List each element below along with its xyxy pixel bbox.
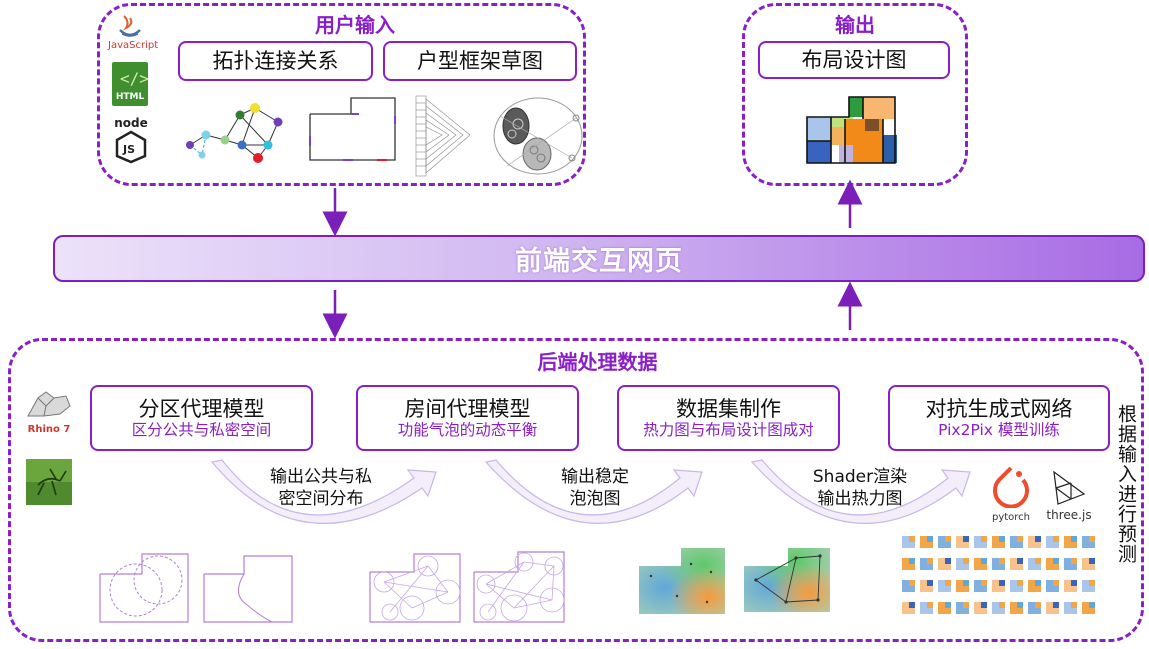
topology-box-label: 拓扑连接关系 bbox=[212, 48, 339, 73]
sketch-box: 户型框架草图 bbox=[383, 41, 577, 81]
heatmap-graph-image bbox=[744, 548, 830, 612]
step-zoning-subtitle: 区分公共与私密空间 bbox=[131, 420, 272, 439]
step-room-subtitle: 功能气泡的动态平衡 bbox=[397, 420, 538, 439]
html-icon: </> HTML bbox=[112, 62, 148, 106]
step-dataset-title: 数据集制作 bbox=[676, 396, 781, 421]
user-input-title: 用户输入 bbox=[315, 13, 395, 37]
layout-design-box-label: 布局设计图 bbox=[801, 47, 907, 72]
javascript-label: JavaScript bbox=[108, 40, 159, 51]
arrow-label-2: 输出稳定 泡泡图 bbox=[530, 466, 660, 510]
backend-panel bbox=[8, 338, 1144, 642]
zoning-result-image-2 bbox=[203, 555, 293, 623]
topology-graph-image bbox=[186, 103, 283, 163]
step-dataset-subtitle: 热力图与布局设计图成对 bbox=[643, 420, 814, 439]
frontend-banner-label: 前端交互网页 bbox=[515, 246, 683, 277]
arrow-label-2-line1: 输出稳定 bbox=[561, 467, 629, 487]
curved-arrow-2 bbox=[484, 459, 703, 524]
arrow-label-3: Shader渲染 输出热力图 bbox=[790, 466, 930, 510]
backend-side-label: 根据输入进行预测 bbox=[1115, 404, 1137, 564]
curved-arrow-3 bbox=[750, 459, 971, 524]
floor-plan-output-image bbox=[806, 96, 897, 164]
threejs-label: three.js bbox=[1046, 508, 1092, 522]
layout-design-box: 布局设计图 bbox=[758, 41, 950, 79]
pytorch-label: pytorch bbox=[991, 512, 1031, 523]
rhino-icon: Rhino 7 bbox=[24, 388, 74, 438]
threejs-icon: three.js bbox=[1044, 470, 1094, 526]
step-gan-box: 对抗生成式网络 Pix2Pix 模型训练 bbox=[888, 385, 1110, 451]
room-bubble-image-2 bbox=[473, 551, 565, 623]
pytorch-icon: pytorch bbox=[985, 462, 1037, 526]
step-room-title: 房间代理模型 bbox=[404, 396, 531, 421]
heatmap-image bbox=[639, 548, 725, 614]
floor-frame-sketch-image bbox=[309, 97, 396, 161]
step-zoning-box: 分区代理模型 区分公共与私密空间 bbox=[90, 385, 313, 451]
step-zoning-title: 分区代理模型 bbox=[138, 396, 265, 421]
step-room-box: 房间代理模型 功能气泡的动态平衡 bbox=[356, 385, 579, 451]
output-title: 输出 bbox=[835, 13, 875, 37]
topology-box: 拓扑连接关系 bbox=[178, 41, 373, 81]
frontend-banner: 前端交互网页 bbox=[53, 235, 1145, 282]
arrow-label-2-line2: 泡泡图 bbox=[569, 489, 621, 510]
svg-text:JS: JS bbox=[122, 143, 135, 156]
user-input-panel bbox=[97, 3, 586, 186]
step-gan-subtitle: Pix2Pix 模型训练 bbox=[938, 420, 1060, 439]
room-bubble-image-1 bbox=[369, 553, 461, 623]
sketch-box-label: 户型框架草图 bbox=[417, 48, 543, 73]
arrow-label-3-line1: Shader渲染 bbox=[812, 467, 908, 487]
zoning-result-image-1 bbox=[99, 553, 189, 623]
javascript-icon: JavaScript bbox=[108, 14, 159, 54]
step-gan-title: 对抗生成式网络 bbox=[925, 396, 1073, 421]
curved-arrow-1 bbox=[210, 459, 437, 524]
grasshopper-icon bbox=[26, 459, 72, 505]
bubble-diagram-image bbox=[493, 97, 583, 175]
flow-arrows bbox=[322, 179, 863, 339]
arrow-label-3-line2: 输出热力图 bbox=[817, 489, 903, 510]
adjacency-matrix-image bbox=[415, 95, 471, 177]
svg-text:</>: </> bbox=[120, 69, 148, 88]
step-dataset-box: 数据集制作 热力图与布局设计图成对 bbox=[617, 385, 840, 451]
html-label: HTML bbox=[115, 92, 145, 102]
arrow-label-1-line1: 输出公共与私 bbox=[270, 467, 372, 487]
nodejs-label: node bbox=[114, 116, 148, 130]
backend-title: 后端处理数据 bbox=[537, 350, 658, 374]
rhino-label: Rhino 7 bbox=[27, 424, 71, 435]
arrow-label-1-line2: 密空间分布 bbox=[278, 489, 364, 510]
curved-arrows bbox=[210, 459, 971, 524]
nodejs-icon: node JS bbox=[110, 116, 152, 164]
arrow-label-1: 输出公共与私 密空间分布 bbox=[246, 466, 396, 510]
training-samples-grid-image bbox=[902, 536, 1095, 614]
